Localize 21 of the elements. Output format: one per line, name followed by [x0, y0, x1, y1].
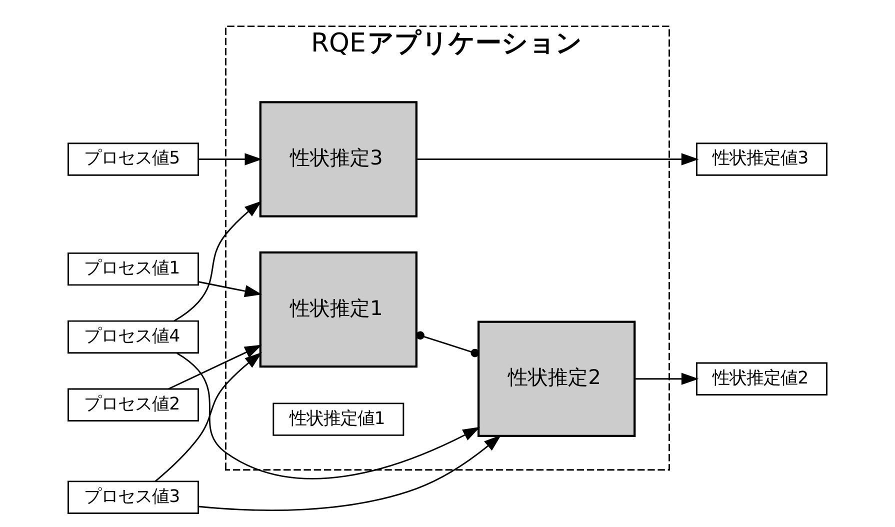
arrow [174, 200, 262, 322]
arrow [154, 352, 262, 482]
arrow [198, 434, 502, 510]
node-box: 性状推定1 [259, 250, 418, 368]
arrow [198, 280, 262, 297]
arrow [168, 344, 262, 390]
node-box: 性状推定値2 [696, 362, 828, 395]
node-box: 性状推定2 [477, 320, 636, 436]
node-box: 性状推定値1 [272, 402, 404, 436]
arrow [198, 152, 262, 165]
node-box: プロセス値5 [68, 142, 199, 176]
arrow [416, 152, 699, 165]
node-box: プロセス値1 [68, 252, 199, 286]
connector [416, 330, 480, 357]
node-box: プロセス値4 [68, 320, 199, 354]
arrow [635, 372, 699, 384]
node-box: プロセス値2 [68, 388, 199, 421]
node-box: 性状推定値3 [696, 142, 828, 176]
node-box: 性状推定3 [259, 100, 418, 217]
node-box: プロセス値3 [68, 480, 199, 514]
arrow [176, 352, 480, 479]
